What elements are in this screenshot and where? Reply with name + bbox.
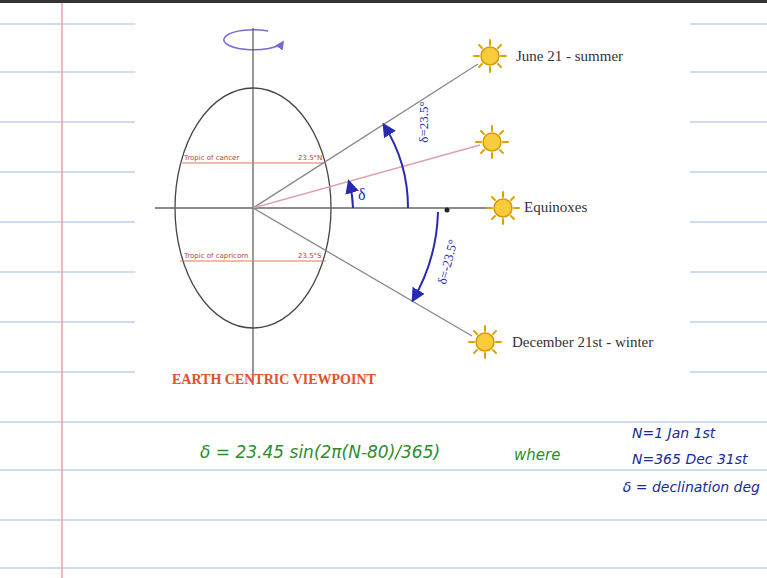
- declination-formula: δ = 23.45 sin(2π(N-80)/365): [200, 443, 440, 462]
- paper-rules: [0, 24, 767, 568]
- solstice-label: December 21st - winter: [512, 334, 653, 351]
- latitude-value: 23.5°N: [298, 155, 322, 163]
- note-text: δ = declination deg: [623, 480, 760, 495]
- note-text: N=1 Jan 1st: [632, 426, 715, 441]
- latitude-value: 23.5°S: [298, 253, 322, 261]
- note-text: N=365 Dec 31st: [632, 452, 748, 467]
- equinox-label: Equinoxes: [524, 199, 587, 216]
- angle-label: δ: [358, 186, 366, 204]
- solstice-label: June 21 - summer: [516, 48, 623, 65]
- tropic-name: Tropic of capricorn: [184, 253, 248, 261]
- note-text: where: [514, 447, 560, 464]
- tropic-name: Tropic of cancer: [184, 155, 239, 163]
- view-title: EARTH CENTRIC VIEWPOINT: [172, 372, 376, 387]
- angle-label: δ=-23.5°: [435, 238, 461, 286]
- angle-label: δ=23.5°: [417, 101, 431, 142]
